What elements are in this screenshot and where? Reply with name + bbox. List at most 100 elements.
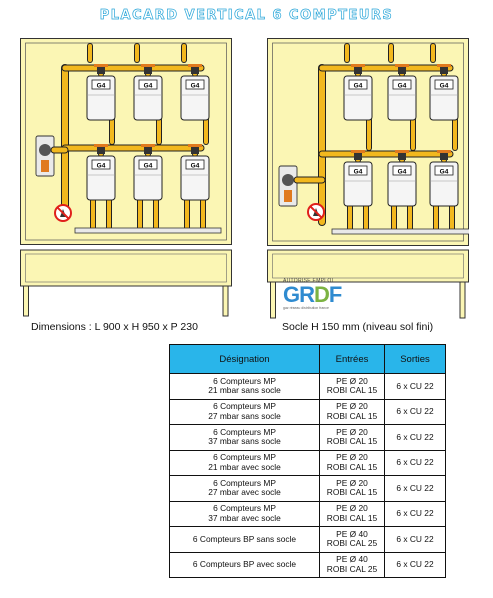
meter-valve-handle: [188, 64, 202, 67]
meter-label: G4: [398, 169, 407, 176]
meter-valve-handle: [437, 64, 451, 67]
header-designation: Désignation: [169, 344, 320, 374]
meter-display: [348, 79, 368, 90]
meter-display: [392, 79, 412, 90]
meter-valve: [97, 67, 105, 74]
meter-label: G4: [354, 169, 363, 176]
regulator: [39, 144, 51, 156]
cabinet-base: [267, 249, 469, 283]
meter-label: G4: [144, 83, 153, 90]
entrees-line: PE Ø 20: [336, 426, 368, 437]
cell-designation: 6 Compteurs BP avec socle: [169, 551, 320, 578]
meter-valve: [97, 147, 105, 154]
entrees-line: ROBI CAL 15: [326, 410, 378, 421]
meter-display: [348, 165, 368, 176]
designation-line: 6 Compteurs BP sans socle: [192, 533, 297, 544]
prohibition-bar: [309, 205, 323, 219]
cell-sorties: 6 x CU 22: [384, 373, 446, 400]
meter-valve-handle: [94, 64, 108, 67]
meter-valve-handle: [395, 150, 409, 153]
meter-valve: [398, 153, 406, 160]
meter-display: [185, 159, 205, 170]
meter-valve: [144, 67, 152, 74]
logo-word: GRDF: [283, 282, 342, 307]
meter-display: [91, 79, 111, 90]
inlet-valve: [41, 160, 49, 172]
designation-line: 6 Compteurs MP: [213, 503, 276, 514]
meter-valve-handle: [437, 150, 451, 153]
cell-sorties: 6 x CU 22: [384, 551, 446, 578]
meter-label: G4: [97, 163, 106, 170]
base-leg-right: [222, 285, 229, 317]
logo-top-text: AUTORISE EMPLOI: [283, 278, 334, 284]
base-inner-frame: [272, 253, 464, 279]
entrees-line: PE Ø 40: [336, 554, 368, 565]
cabinet-base: [20, 249, 232, 287]
cabinet-inner-frame: [272, 42, 464, 242]
meter-display: [392, 165, 412, 176]
meter-valve: [144, 147, 152, 154]
designation-line: 27 mbar avec socle: [208, 487, 281, 498]
entrees-line: PE Ø 20: [336, 401, 368, 412]
meter-valve: [398, 67, 406, 74]
entrees-line: ROBI CAL 15: [326, 512, 378, 523]
meter-label: G4: [144, 163, 153, 170]
meter-display: [434, 165, 454, 176]
entrees-line: ROBI CAL 15: [326, 487, 378, 498]
entrees-line: ROBI CAL 25: [326, 563, 378, 574]
cell-sorties: 6 x CU 22: [384, 500, 446, 527]
meter-valve-handle: [94, 144, 108, 147]
outlet-rail: [74, 227, 222, 234]
meter-valve: [440, 67, 448, 74]
page-title: PLACARD VERTICAL 6 COMPTEURS: [99, 8, 394, 24]
header-sorties: Sorties: [384, 344, 446, 374]
cell-sorties: 6 x CU 22: [384, 449, 446, 476]
meter-display: [91, 159, 111, 170]
caption-dimensions: Dimensions : L 900 x H 950 x P 230: [31, 321, 198, 333]
spec-table: Désignation Entrées Sorties 6 Compteurs …: [169, 344, 446, 578]
cell-sorties: 6 x CU 22: [384, 526, 446, 553]
entrees-line: PE Ø 20: [336, 477, 368, 488]
inlet-valve: [284, 190, 292, 202]
entrees-line: ROBI CAL 15: [326, 436, 378, 447]
cabinet-inner-frame: [25, 42, 227, 241]
meter-display: [138, 79, 158, 90]
meter-display: [138, 159, 158, 170]
table-header-row: Désignation Entrées Sorties: [169, 344, 446, 374]
meter-label: G4: [440, 83, 449, 90]
base-leg-right: [459, 281, 466, 319]
entrees-line: PE Ø 40: [336, 528, 368, 539]
entrees-line: ROBI CAL 25: [326, 538, 378, 549]
designation-line: 6 Compteurs MP: [213, 426, 276, 437]
cell-sorties: 6 x CU 22: [384, 424, 446, 451]
meter-valve-handle: [141, 64, 155, 67]
designation-line: 21 mbar avec socle: [208, 461, 281, 472]
entrees-line: PE Ø 20: [336, 375, 368, 386]
meter-valve-handle: [395, 64, 409, 67]
designation-line: 6 Compteurs BP avec socle: [192, 559, 297, 569]
base-inner-frame: [25, 253, 227, 283]
designation-line: 6 Compteurs MP: [213, 401, 276, 412]
meter-valve-handle: [351, 150, 365, 153]
entrees-line: ROBI CAL 15: [326, 385, 378, 396]
cell-sorties: 6 x CU 22: [384, 475, 446, 502]
meter-label: G4: [97, 83, 106, 90]
entrees-line: ROBI CAL 15: [326, 461, 378, 472]
header-entrees: Entrées: [319, 344, 385, 374]
outlet-rail: [331, 228, 469, 235]
